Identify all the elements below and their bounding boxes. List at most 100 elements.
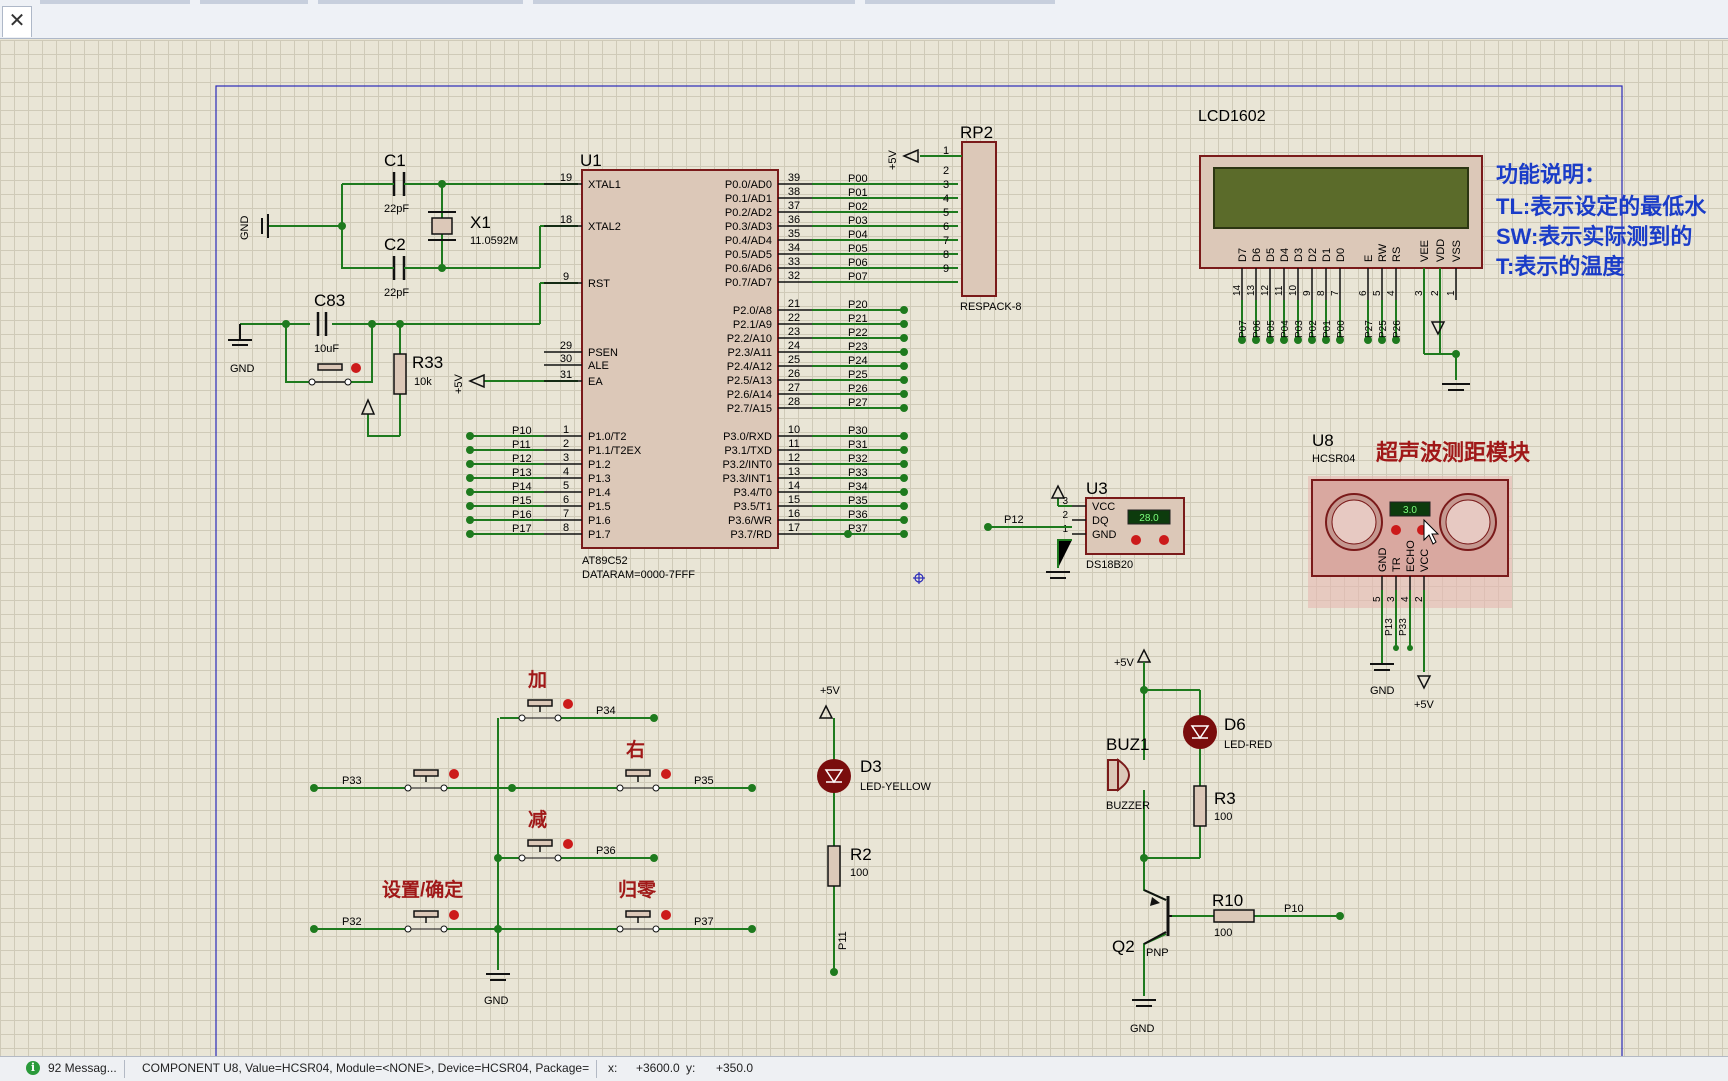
- u3-decrease-icon[interactable]: [1131, 535, 1141, 545]
- r2-value: 100: [850, 867, 868, 879]
- lcd-pinnum: 12: [1260, 284, 1271, 296]
- schematic-canvas[interactable]: C1 22pF C2 22pF X1 11.0592M GND C83 10uF…: [0, 40, 1728, 1056]
- close-tab-button[interactable]: ✕: [2, 6, 32, 37]
- lcd-pinname: D2: [1307, 248, 1319, 262]
- u3-increase-icon[interactable]: [1159, 535, 1169, 545]
- pushbutton[interactable]: [518, 839, 573, 862]
- resistor-r2[interactable]: [827, 845, 841, 887]
- net-terminal-p3: [900, 502, 908, 510]
- lcd-pinname: D6: [1251, 248, 1263, 262]
- lcd-net-label: P03: [1294, 320, 1305, 338]
- pushbutton-cap: [413, 769, 439, 777]
- x1-value: 11.0592M: [470, 235, 518, 247]
- net-terminal-p2: [900, 334, 908, 342]
- resistor-r10[interactable]: [1213, 909, 1255, 923]
- u1-pinnum-left: 30: [560, 353, 572, 365]
- pushbutton[interactable]: [616, 910, 671, 933]
- net-terminal-p2: [900, 376, 908, 384]
- net-label-p1: P16: [512, 509, 532, 521]
- pushbutton[interactable]: [518, 699, 573, 722]
- tab-1[interactable]: [40, 0, 190, 4]
- net-terminal-p1: [466, 530, 474, 538]
- u8-vcc-label: +5V: [1414, 699, 1435, 711]
- net-label-p1: P15: [512, 495, 532, 507]
- tab-4[interactable]: [533, 0, 855, 4]
- crystal-x1[interactable]: [428, 211, 456, 241]
- pushbuttons: [404, 699, 671, 933]
- u8-pinname: GND: [1377, 548, 1389, 573]
- net-label-p3: P35: [848, 495, 868, 507]
- net-label-p1: P11: [512, 439, 531, 451]
- pushbutton[interactable]: [404, 910, 459, 933]
- lcd-net-label: P05: [1266, 320, 1277, 338]
- lcd-net-terminal: [1378, 336, 1386, 344]
- tab-3[interactable]: [318, 0, 523, 4]
- pushbutton-cap: [625, 769, 651, 777]
- lcd-net-terminal: [1322, 336, 1330, 344]
- lcd-net-terminal: [1266, 336, 1274, 344]
- button-caption-set: 设置/确定: [382, 878, 463, 901]
- u1-pinnum-left: 2: [563, 438, 569, 450]
- u1-part: AT89C52: [582, 555, 628, 567]
- net-terminal-p2: [900, 348, 908, 356]
- u3-pinnum: 3: [1062, 496, 1068, 507]
- u1-pinnum-left: 8: [563, 522, 569, 534]
- rp2-respack[interactable]: [961, 141, 997, 297]
- net-terminal-p1: [466, 502, 474, 510]
- d3-vcc-label: +5V: [820, 685, 841, 697]
- u8-decrease-icon[interactable]: [1391, 525, 1401, 535]
- net-label-p2: P27: [848, 397, 868, 409]
- capacitor-c83[interactable]: [316, 312, 328, 336]
- reset-button[interactable]: [308, 363, 361, 386]
- transistor-q2[interactable]: [1143, 889, 1172, 945]
- close-icon: ✕: [8, 10, 26, 32]
- u1-pinname-left: XTAL2: [588, 221, 621, 233]
- u1-pinname-right: P3.3/INT1: [722, 473, 772, 485]
- tab-2[interactable]: [200, 0, 308, 4]
- messages-count[interactable]: 92 Messag...: [48, 1061, 117, 1075]
- resistor-r33[interactable]: [393, 353, 407, 395]
- net-label-p35: P35: [694, 775, 714, 787]
- u1-pinname-right: P3.0/RXD: [723, 431, 772, 443]
- lcd-pinnum: 10: [1288, 284, 1299, 296]
- u1-pinname-left: P1.7: [588, 529, 611, 541]
- u1-pins: 19XTAL118XTAL29RST29PSEN30ALE31EA1P1.0/T…: [544, 172, 958, 541]
- x-coord-label: x:: [608, 1061, 618, 1075]
- document-tab-bar: ✕: [0, 0, 1728, 39]
- u8-title: 超声波测距模块: [1376, 440, 1531, 465]
- u3-pinnum: 1: [1062, 524, 1068, 535]
- u1-attr: DATARAM=0000-7FFF: [582, 569, 695, 581]
- lcd-net-terminal: [1308, 336, 1316, 344]
- lcd-pinname: VEE: [1419, 240, 1431, 262]
- net-label-p2: P22: [848, 327, 868, 339]
- capacitor-c1[interactable]: [392, 172, 406, 196]
- info-icon[interactable]: i: [26, 1061, 40, 1075]
- u1-at89c52[interactable]: [581, 169, 779, 549]
- u1-pinname-right: P3.5/T1: [733, 501, 772, 513]
- u1-pinname-left: P1.3: [588, 473, 611, 485]
- rp2-pinnum: 5: [943, 207, 949, 219]
- buttons-gnd-symbol: [486, 973, 510, 981]
- c1-ref: C1: [384, 151, 406, 170]
- u1-pinname-right: P0.7/AD7: [725, 277, 772, 289]
- net-terminal-p2: [900, 306, 908, 314]
- led-d3[interactable]: [817, 759, 851, 793]
- net-label-p3: P32: [848, 453, 868, 465]
- net-label-p0: P02: [848, 201, 868, 213]
- led-d6[interactable]: [1183, 715, 1217, 749]
- y-coord-value: +350.0: [716, 1061, 754, 1075]
- tab-5[interactable]: [865, 0, 1055, 4]
- pushbutton[interactable]: [616, 769, 671, 792]
- x-coord-value: +3600.0: [636, 1061, 680, 1075]
- u1-pinname-right: P2.3/A11: [728, 347, 772, 359]
- lcd-net-label: P02: [1308, 320, 1319, 338]
- pushbutton[interactable]: [404, 769, 459, 792]
- u8-gnd-symbol: [1370, 663, 1394, 671]
- buzzer-buz1[interactable]: [1107, 758, 1130, 792]
- resistor-r3[interactable]: [1193, 785, 1207, 827]
- r2-net-label: P11: [837, 931, 849, 950]
- u3-pinname: DQ: [1092, 515, 1109, 527]
- net-label-p3: P31: [848, 439, 868, 451]
- net-terminal-p2: [900, 390, 908, 398]
- capacitor-c2[interactable]: [392, 256, 406, 280]
